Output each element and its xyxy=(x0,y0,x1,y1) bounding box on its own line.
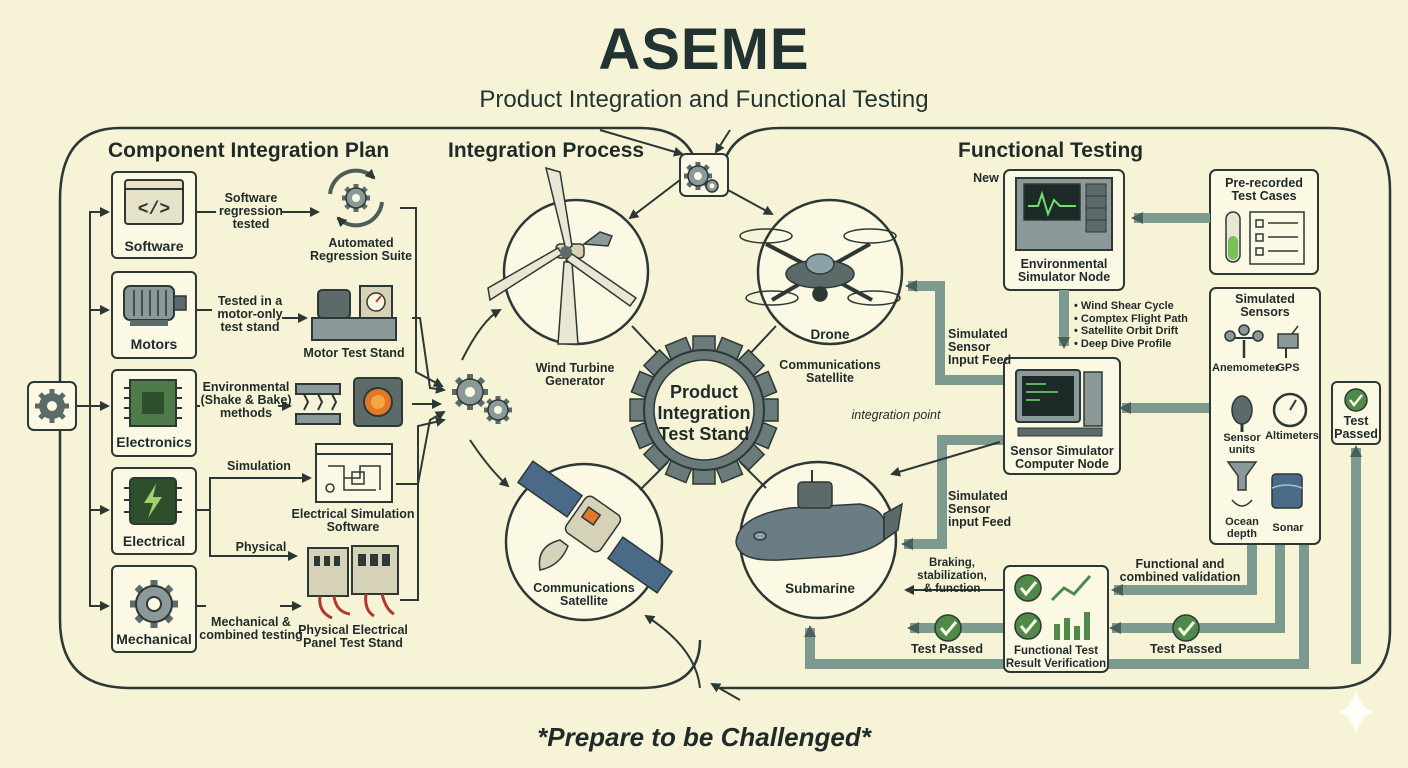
method-software-regression: Software regression tested xyxy=(219,191,283,231)
asset-panel-stand: Physical Electrical Panel Test Stand xyxy=(298,623,408,650)
top-gear-icon xyxy=(684,162,719,193)
motor-test-stand-icon xyxy=(311,285,397,341)
simulated-sensors-title: Simulated Sensors xyxy=(1235,292,1295,319)
footer-tagline: *Prepare to be Challenged* xyxy=(537,722,871,752)
component-label-mechanical: Mechanical xyxy=(116,631,192,647)
component-label-software: Software xyxy=(124,238,184,254)
ocean-depth-icon xyxy=(1226,461,1258,507)
page-subtitle: Product Integration and Functional Testi… xyxy=(479,86,929,113)
top-gear-arrows xyxy=(599,129,774,220)
method-simulation: Simulation xyxy=(227,459,291,473)
functional-validation-label: Functional and combined validation xyxy=(1119,557,1241,584)
satellite-illustration xyxy=(516,460,674,594)
test-passed-side-box xyxy=(1331,381,1381,445)
env-sim-rack-icon xyxy=(1015,177,1113,251)
sparkle-icon xyxy=(1338,690,1374,734)
product-drone-caption: Communications Satellite xyxy=(779,358,881,385)
verification-checks-icon xyxy=(1014,574,1092,640)
sensor-unit-icon xyxy=(1231,395,1253,432)
sonar-icon xyxy=(1271,473,1303,509)
drone-illustration xyxy=(739,228,901,306)
method-mechanical-combined: Mechanical & combined testing xyxy=(199,615,303,642)
electrical-panel-icon xyxy=(307,545,399,620)
section-integration-process: Integration Process xyxy=(448,139,645,162)
component-label-motors: Motors xyxy=(130,336,178,352)
circuit-board-icon xyxy=(124,379,182,427)
profile-item: • Deep Dive Profile xyxy=(1074,337,1172,350)
asset-to-gears-connectors xyxy=(396,207,446,601)
sensor-altimeters: Altimeters xyxy=(1265,430,1319,442)
check-left-icon xyxy=(934,614,962,642)
test-tube-list-icon xyxy=(1225,211,1305,265)
method-connectors xyxy=(196,207,320,611)
sensor-units: Sensor units xyxy=(1223,432,1261,456)
method-environmental: Environmental (Shake & Bake) methods xyxy=(200,380,292,420)
prerecorded-label: Pre-recorded Test Cases xyxy=(1225,176,1303,203)
anemometer-icon xyxy=(1224,324,1264,358)
component-branches xyxy=(76,207,110,611)
section-functional-testing: Functional Testing xyxy=(958,139,1144,162)
gps-icon xyxy=(1277,325,1299,358)
profile-item: • Comptex Flight Path xyxy=(1074,312,1188,325)
regression-cycle-icon xyxy=(328,168,384,228)
result-verification-label: Functional Test Result Verification xyxy=(1005,645,1107,670)
sim-sensor-feed-bottom: Simulated Sensor input Feed xyxy=(948,489,1012,529)
master-gear-icon xyxy=(35,389,69,423)
component-label-electronics: Electronics xyxy=(116,434,192,450)
functional-flow-arrows xyxy=(804,212,1362,669)
gear-icon xyxy=(130,580,178,628)
hub-label: Product Integration Test Stand xyxy=(657,382,751,444)
svg-text:</>: </> xyxy=(138,200,170,220)
shake-bake-icon xyxy=(295,377,403,427)
sensor-gps: GPS xyxy=(1276,362,1300,374)
profile-item: • Satellite Orbit Drift xyxy=(1074,325,1179,337)
product-satellite: Communications Satellite xyxy=(533,581,635,608)
product-wind-turbine: Wind Turbine Generator xyxy=(535,361,615,388)
submarine-illustration xyxy=(735,470,903,561)
asset-motor-stand: Motor Test Stand xyxy=(303,346,405,360)
method-physical: Physical xyxy=(235,540,287,554)
env-sim-node-label: Environmental Simulator Node xyxy=(1017,257,1111,284)
page-title: ASEME xyxy=(598,17,810,82)
hub-gear xyxy=(629,335,779,485)
altimeter-icon xyxy=(1272,392,1308,428)
motor-icon xyxy=(123,285,187,326)
input-gears-icon xyxy=(452,374,512,424)
product-submarine: Submarine xyxy=(785,581,855,596)
asset-electrical-sim: Electrical Simulation Software xyxy=(291,507,415,534)
check-right-icon xyxy=(1172,614,1200,642)
lightning-chip-icon xyxy=(124,477,182,525)
test-passed-side: Test Passed xyxy=(1334,414,1378,441)
sensor-sim-node-label: Sensor Simulator Computer Node xyxy=(1010,444,1114,471)
check-side-icon xyxy=(1344,388,1368,412)
method-motor-only: Tested in a motor-only test stand xyxy=(217,294,283,334)
right-frame xyxy=(718,126,1392,690)
computer-icon xyxy=(1015,369,1103,437)
product-drone: Drone xyxy=(810,327,850,342)
electrical-sim-software-icon xyxy=(315,443,393,503)
sensor-ocean-depth: Ocean depth xyxy=(1225,516,1259,540)
section-component-plan: Component Integration Plan xyxy=(108,139,390,162)
sensor-sonar: Sonar xyxy=(1272,522,1304,534)
component-label-electrical: Electrical xyxy=(122,533,186,549)
return-arrows xyxy=(644,441,1004,701)
braking-label: Braking, stabilization, & function xyxy=(917,557,987,595)
integration-point-label: integration point xyxy=(851,408,941,422)
code-window-icon: </> xyxy=(124,179,184,225)
sensor-anemometer: Anemometer xyxy=(1212,362,1280,374)
profile-item: • Wind Shear Cycle xyxy=(1074,300,1174,312)
test-passed-left: Test Passed xyxy=(910,642,984,656)
sim-sensor-feed-top: Simulated Sensor Input Feed xyxy=(948,327,1012,367)
wind-turbine-illustration xyxy=(487,166,638,345)
new-tag: New xyxy=(973,171,999,185)
asset-regression-suite: Automated Regression Suite xyxy=(309,236,413,263)
profile-list: • Wind Shear Cycle • Comptex Flight Path… xyxy=(1074,300,1204,350)
test-passed-right: Test Passed xyxy=(1149,642,1223,656)
